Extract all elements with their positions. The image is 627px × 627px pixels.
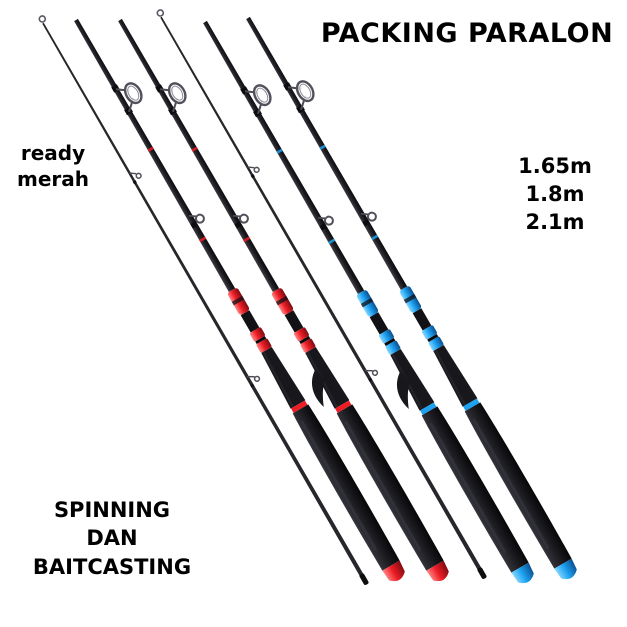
foam-grip — [463, 398, 577, 580]
stripper-guide — [155, 82, 187, 116]
trigger-grip — [396, 370, 410, 409]
running-guide — [188, 213, 205, 229]
rod-blank — [118, 18, 280, 292]
end-cap — [511, 562, 534, 584]
size-item-18: 1.8m — [525, 181, 585, 206]
lock-ring — [250, 327, 265, 342]
foam-grip — [291, 400, 405, 582]
stripper-guide — [283, 80, 315, 114]
lock-ring — [428, 336, 444, 351]
end-cap — [554, 558, 577, 580]
type-note-line3: BAITCASTING — [32, 554, 192, 579]
lock-ring — [379, 329, 394, 344]
tip-guide — [253, 166, 260, 173]
type-note-line1: SPINNING — [53, 498, 171, 522]
stripper-guide — [111, 82, 143, 116]
reel-seat — [227, 288, 306, 409]
lock-ring — [294, 327, 309, 342]
stock-note-line2: merah — [16, 167, 89, 191]
running-guide — [360, 211, 377, 227]
type-note-line2: DAN — [86, 526, 138, 551]
end-cap — [382, 560, 405, 582]
lock-ring — [300, 338, 316, 353]
stripper-guide — [240, 84, 272, 118]
page-title: PACKING PARALON — [320, 18, 614, 49]
size-item-165: 1.65m — [518, 154, 592, 178]
running-guide — [232, 213, 249, 229]
tip-guide — [253, 375, 261, 382]
end-cap — [426, 560, 449, 582]
rod-tip-section — [156, 9, 487, 579]
running-guide — [317, 215, 334, 231]
type-note: SPINNING DAN BAITCASTING — [20, 496, 204, 581]
baitcasting-rod-blue — [203, 20, 534, 584]
reel-seat — [399, 286, 478, 407]
spinning-rod-blue — [246, 16, 577, 580]
tip-guide — [371, 369, 379, 376]
size-list: 1.65m 1.8m 2.1m — [503, 153, 607, 237]
baitcasting-rod-red — [118, 18, 449, 582]
spinning-rod-red — [74, 18, 405, 582]
tip-top-guide — [156, 9, 165, 17]
lock-ring — [256, 338, 272, 353]
tip-top-guide — [38, 15, 47, 23]
rod-tip-section — [38, 15, 369, 585]
rod-blank — [246, 16, 408, 290]
reel-seat — [356, 290, 435, 411]
trigger-grip — [311, 368, 325, 407]
size-item-21: 2.1m — [525, 209, 585, 234]
foam-grip — [420, 402, 534, 584]
foam-grip — [335, 400, 449, 582]
reel-seat — [271, 288, 350, 409]
lock-ring — [385, 340, 401, 355]
stock-note-line1: ready — [20, 141, 86, 165]
tip-guide — [135, 172, 142, 179]
rod-blank — [203, 20, 365, 294]
lock-ring — [422, 325, 437, 340]
stock-note: ready merah — [8, 140, 98, 192]
